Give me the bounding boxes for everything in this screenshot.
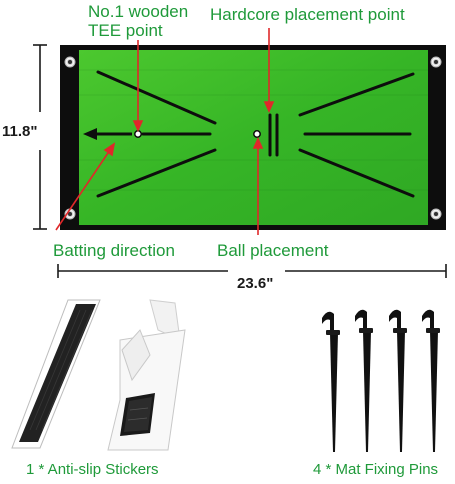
stake-pin-icon: [355, 309, 373, 452]
ball-placement-label: Ball placement: [217, 241, 329, 260]
height-dimension-label: 11.8": [2, 123, 38, 140]
grommet-icon: [64, 56, 76, 68]
stake-pin-icon: [422, 309, 440, 452]
grommet-icon: [430, 208, 442, 220]
tee-point-label-line2: TEE point: [88, 21, 163, 40]
tee-point-label-line1: No.1 wooden: [88, 2, 189, 21]
stake-pin-icon: [322, 311, 340, 452]
width-dimension-bracket: [57, 264, 447, 278]
anti-slip-stickers-image: [11, 299, 186, 451]
stake-pin-icon: [389, 309, 407, 452]
mat-guide-lines: [96, 70, 415, 198]
hardcore-point-label: Hardcore placement point: [210, 5, 405, 24]
grommet-icon: [64, 208, 76, 220]
batting-direction-label: Batting direction: [53, 241, 175, 260]
stickers-caption: 1 * Anti-slip Stickers: [26, 461, 159, 478]
practice-mat: [60, 45, 446, 230]
grommet-icon: [430, 56, 442, 68]
height-dimension-bracket: [33, 44, 47, 230]
width-dimension-label: 23.6": [237, 275, 274, 292]
arrow-left-icon: [83, 128, 132, 140]
pins-caption: 4 * Mat Fixing Pins: [313, 461, 439, 478]
ball-placement-marker: [253, 130, 261, 138]
pointer-lines: [55, 28, 275, 235]
mat-fixing-pins-image: [322, 309, 440, 452]
